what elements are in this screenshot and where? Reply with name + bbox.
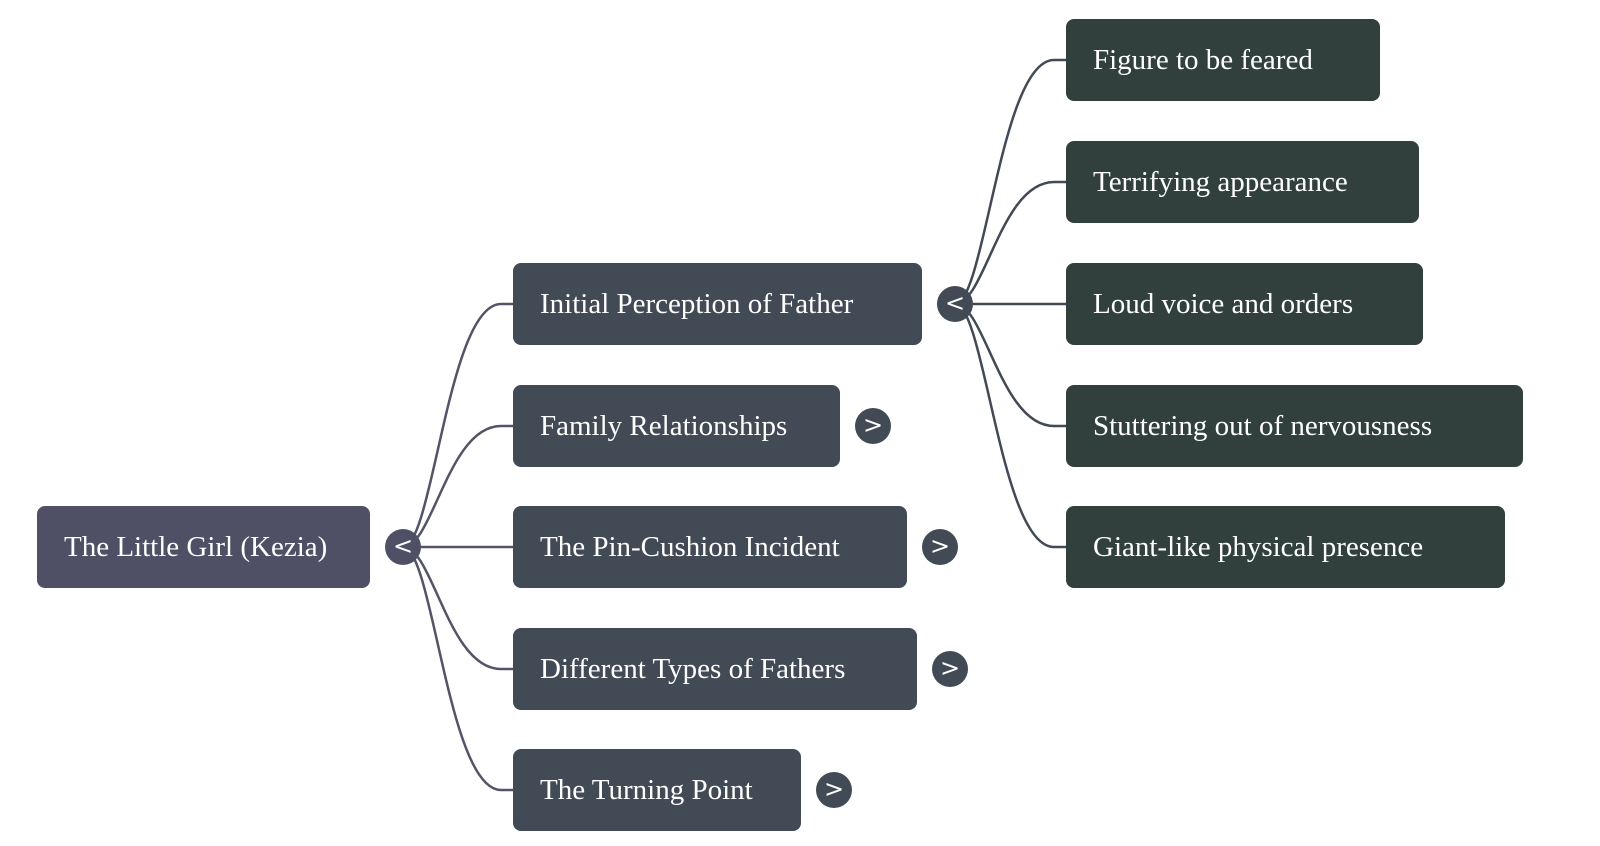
node-family-relationships[interactable]: Family Relationships xyxy=(513,385,840,467)
expand-toggle-family-relationships[interactable]: > xyxy=(855,408,891,444)
node-figure-to-be-feared[interactable]: Figure to be feared xyxy=(1066,19,1380,101)
node-terrifying-appearance[interactable]: Terrifying appearance xyxy=(1066,141,1419,223)
node-turning-point[interactable]: The Turning Point xyxy=(513,749,801,831)
node-different-types-of-fathers[interactable]: Different Types of Fathers xyxy=(513,628,917,710)
node-stuttering-out-of-nervousness[interactable]: Stuttering out of nervousness xyxy=(1066,385,1523,467)
connector-root-to-child-3 xyxy=(402,545,513,671)
node-loud-voice-and-orders[interactable]: Loud voice and orders xyxy=(1066,263,1423,345)
expand-toggle-turning-point[interactable]: > xyxy=(816,772,852,808)
root-node[interactable]: The Little Girl (Kezia) xyxy=(37,506,370,588)
node-pin-cushion-incident[interactable]: The Pin-Cushion Incident xyxy=(513,506,907,588)
expand-toggle-pin-cushion-incident[interactable]: > xyxy=(922,529,958,565)
collapse-toggle-initial-perception[interactable]: < xyxy=(937,286,973,322)
expand-toggle-different-types-of-fathers[interactable]: > xyxy=(932,651,968,687)
collapse-toggle-root[interactable]: < xyxy=(385,529,421,565)
connector-perception-to-child-1 xyxy=(954,180,1066,306)
node-giant-like-physical-presence[interactable]: Giant-like physical presence xyxy=(1066,506,1505,588)
connector-perception-to-child-3 xyxy=(954,302,1066,428)
node-initial-perception[interactable]: Initial Perception of Father xyxy=(513,263,922,345)
connector-root-to-child-1 xyxy=(402,424,513,549)
